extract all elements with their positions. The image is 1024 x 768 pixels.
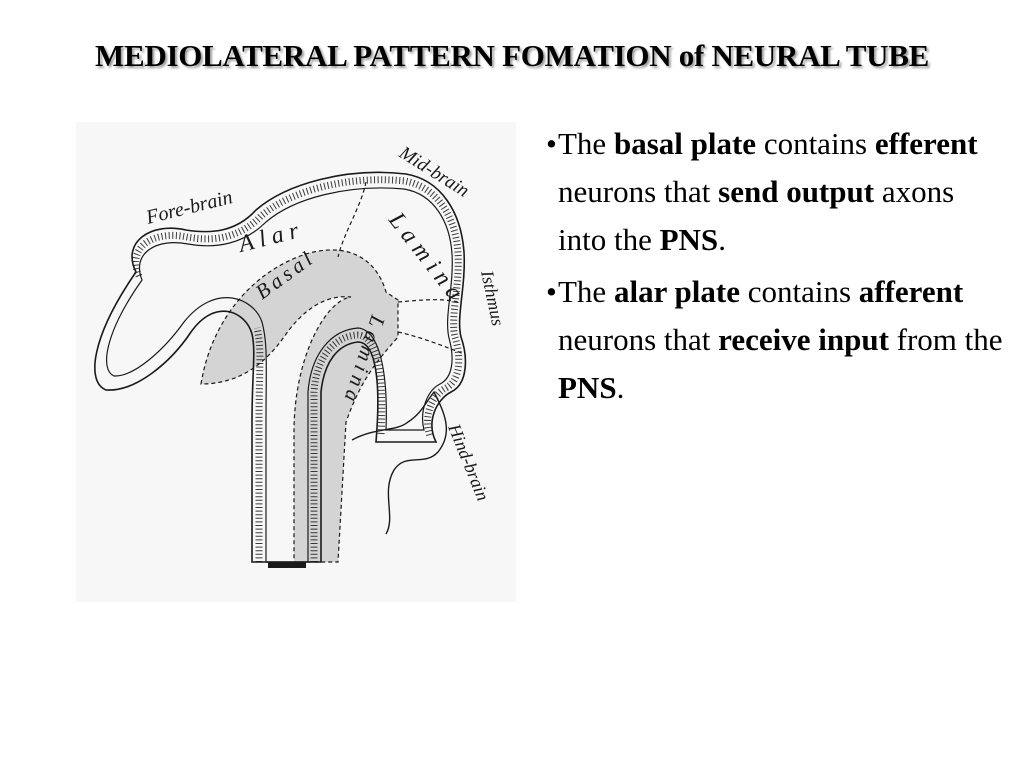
bullet-alar-plate: • The alar plate contains afferent neuro… <box>546 268 1006 412</box>
text-run: contains <box>739 274 859 309</box>
bullet-marker: • <box>546 126 557 161</box>
bullet-text: The alar plate contains afferent neurons… <box>558 274 1003 405</box>
text-run: axons into the <box>558 174 955 257</box>
text-run: The <box>558 126 614 161</box>
text-run: neurons that <box>558 174 719 209</box>
neural-tube-diagram: Fore-brain Mid-brain Isthmus Hind-brain … <box>76 122 516 602</box>
slide-title: MEDIOLATERAL PATTERN FOMATION of NEURAL … <box>95 38 929 73</box>
term-afferent: afferent <box>858 274 964 309</box>
neural-tube-hatching <box>132 176 463 438</box>
term-alar-plate: alar plate <box>613 274 740 309</box>
hind-brain-outline <box>351 390 447 535</box>
neural-tube-outer-wall <box>94 171 467 563</box>
term-send-output: send output <box>718 174 875 209</box>
neural-tube-inner-wall <box>106 187 453 563</box>
text-run: . <box>718 222 726 257</box>
term-receive-input: receive input <box>718 322 889 357</box>
text-run: . <box>616 370 625 405</box>
text-run: contains <box>756 126 875 161</box>
alar-basal-divider <box>337 181 367 258</box>
bullet-basal-plate: • The basal plate contains efferent neur… <box>546 120 1006 264</box>
term-pns: PNS <box>659 222 719 257</box>
text-run: The <box>558 274 614 309</box>
bullet-marker: • <box>546 274 557 309</box>
text-run: neurons that <box>558 322 719 357</box>
bullet-list: • The basal plate contains efferent neur… <box>546 120 1006 416</box>
bullet-text: The basal plate contains efferent neuron… <box>558 126 978 257</box>
term-basal-plate: basal plate <box>613 126 757 161</box>
term-efferent: efferent <box>874 126 978 161</box>
neural-tube-stem-end <box>268 562 306 568</box>
stem-hatching-right <box>310 331 386 562</box>
text-run: from the <box>888 322 1003 357</box>
neural-tube-illustration: Fore-brain Mid-brain Isthmus Hind-brain … <box>76 122 516 602</box>
term-pns: PNS <box>558 370 617 405</box>
isthmus-divider <box>397 331 465 355</box>
